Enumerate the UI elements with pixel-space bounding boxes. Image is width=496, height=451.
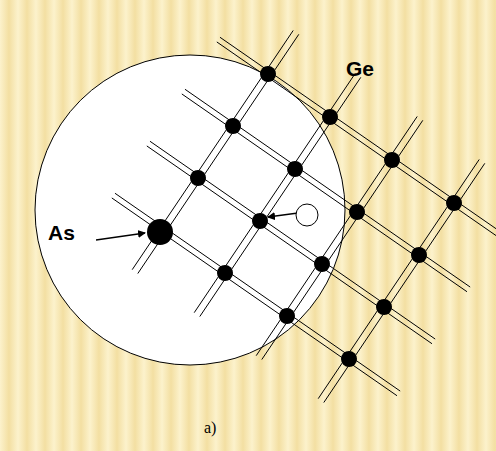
panel-label: a) [204, 420, 216, 436]
ge-atom [349, 204, 365, 220]
ge-atom [225, 118, 241, 134]
atom-label: Ge [346, 58, 374, 79]
bond-line [220, 37, 496, 235]
bond-line [217, 42, 496, 240]
bond-line [182, 94, 467, 292]
ge-atom [376, 299, 392, 315]
ge-lattice [85, 0, 496, 435]
bond-line [324, 163, 485, 402]
bond-line [262, 120, 423, 359]
bond-line [147, 146, 432, 344]
ge-atom [322, 109, 338, 125]
bond-line [200, 77, 361, 316]
ge-atom [252, 213, 268, 229]
bond-line [138, 34, 299, 273]
atom-label: As [48, 222, 75, 243]
ge-atom [384, 152, 400, 168]
bond-line [132, 30, 293, 269]
bond-line [194, 73, 355, 312]
ge-atom [446, 195, 462, 211]
ge-atom [190, 170, 206, 186]
donor-orbit [35, 55, 345, 365]
ge-atom [279, 308, 295, 324]
bond-line [256, 116, 417, 355]
electron-arrow [268, 213, 298, 217]
as-atom [147, 219, 173, 245]
bond-line [112, 198, 397, 396]
ge-atoms [190, 66, 462, 367]
electron [296, 204, 318, 226]
bond-line [318, 159, 479, 398]
ge-atom [217, 265, 233, 281]
ge-atom [260, 66, 276, 82]
ge-atom [287, 161, 303, 177]
ge-atom [314, 256, 330, 272]
ge-atom [411, 247, 427, 263]
leader-line [96, 233, 145, 240]
ge-atom [341, 351, 357, 367]
